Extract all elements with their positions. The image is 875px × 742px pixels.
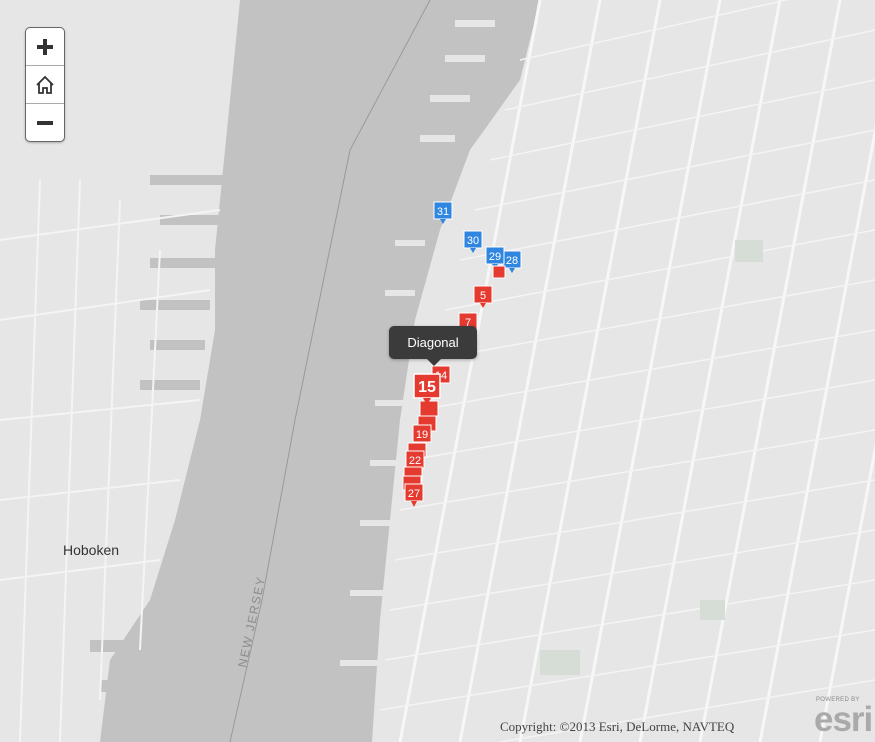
place-label-hoboken: Hoboken bbox=[63, 542, 120, 558]
state-boundary bbox=[229, 0, 431, 742]
manhattan-cross-streets bbox=[379, 0, 875, 742]
manhattan-piers bbox=[340, 20, 495, 666]
minus-icon bbox=[37, 120, 53, 125]
jersey-piers bbox=[90, 175, 225, 692]
marker-tooltip: Diagonal bbox=[389, 326, 477, 366]
marker-label: 30 bbox=[467, 235, 479, 247]
home-icon bbox=[36, 75, 54, 94]
marker-label: 31 bbox=[437, 206, 449, 218]
marker-label: 19 bbox=[416, 429, 428, 441]
marker-label: 28 bbox=[506, 255, 518, 267]
jersey-streets bbox=[0, 179, 221, 742]
plus-icon bbox=[37, 38, 53, 55]
marker-label: 7 bbox=[465, 317, 471, 329]
marker-label: 15 bbox=[418, 379, 436, 396]
zoom-control bbox=[25, 27, 65, 142]
marker-pins[interactable]: 31 30 28 29 5 7 bbox=[402, 201, 522, 507]
marker-label: 27 bbox=[408, 488, 420, 500]
map-marker[interactable]: 29 bbox=[485, 246, 505, 269]
esri-logo[interactable]: POWERED BY esri bbox=[812, 695, 875, 742]
map-marker[interactable]: 30 bbox=[463, 230, 483, 253]
map-marker[interactable]: 22 bbox=[405, 450, 425, 469]
map-marker-selected[interactable]: 15 bbox=[413, 373, 441, 405]
manhattan-streets bbox=[398, 0, 875, 742]
parks bbox=[540, 240, 763, 675]
powered-by-text: POWERED BY bbox=[816, 697, 860, 703]
marker-label: 5 bbox=[480, 290, 486, 302]
map-marker[interactable]: 19 bbox=[412, 424, 432, 443]
hudson-river bbox=[100, 0, 540, 742]
map-marker[interactable]: 31 bbox=[433, 201, 453, 224]
map-marker[interactable]: 27 bbox=[404, 483, 424, 507]
home-button[interactable] bbox=[26, 66, 64, 104]
map-marker[interactable]: 5 bbox=[473, 285, 493, 308]
map-marker[interactable] bbox=[492, 265, 506, 279]
map-marker[interactable] bbox=[419, 400, 439, 417]
marker-label: 29 bbox=[489, 251, 501, 263]
marker-label: 22 bbox=[409, 455, 421, 467]
copyright-text: Copyright: ©2013 Esri, DeLorme, NAVTEQ bbox=[500, 719, 735, 734]
zoom-out-button[interactable] bbox=[26, 104, 64, 141]
zoom-in-button[interactable] bbox=[26, 28, 64, 66]
esri-logo-text: esri bbox=[814, 700, 873, 739]
